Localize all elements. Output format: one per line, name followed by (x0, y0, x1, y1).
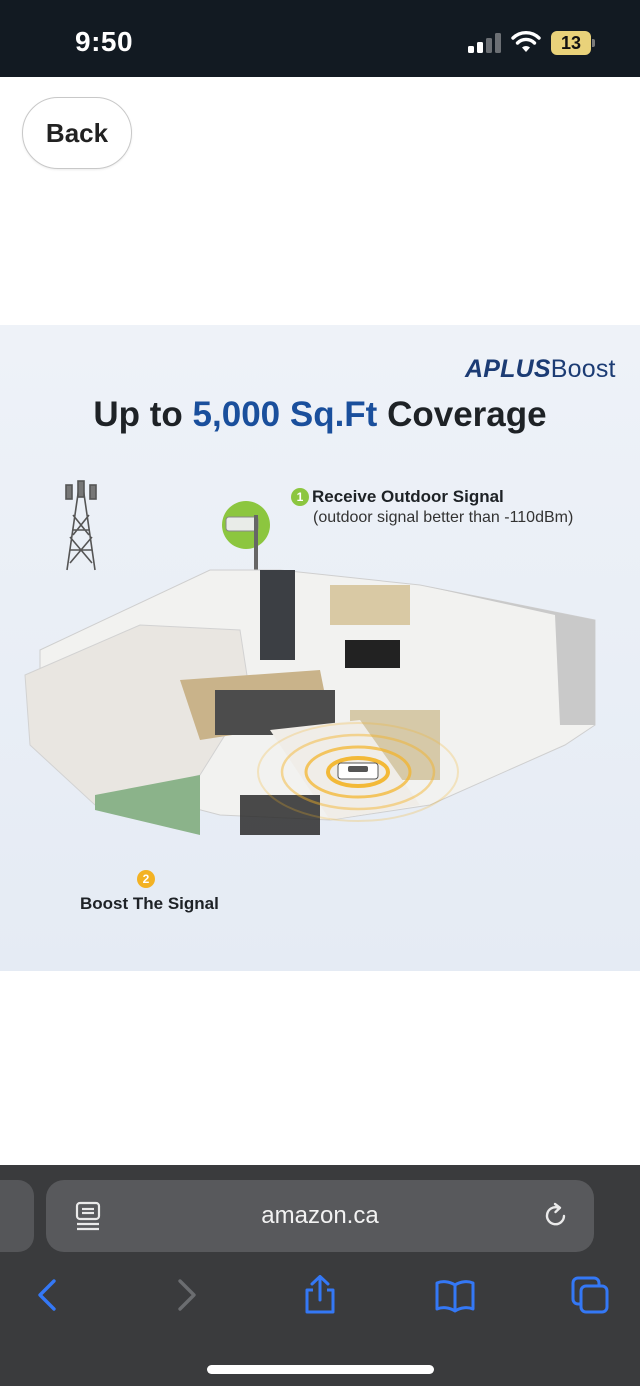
previous-tab-edge[interactable] (0, 1180, 34, 1252)
brand-logo: APLUSBoost (465, 355, 616, 384)
bookmarks-icon[interactable] (435, 1275, 475, 1315)
outdoor-antenna-icon (222, 501, 270, 585)
headline-suffix: Coverage (387, 395, 547, 434)
signal-icon (468, 33, 501, 53)
headline-accent: 5,000 Sq.Ft (192, 395, 378, 434)
product-image[interactable]: APLUSBoost Up to 5,000 Sq.Ft Coverage (0, 325, 640, 971)
cell-tower-icon (65, 480, 97, 571)
share-icon[interactable] (300, 1275, 340, 1315)
callout-title-1: Receive Outdoor Signal (312, 487, 504, 506)
page-menu-icon[interactable] (74, 1201, 102, 1231)
battery-icon: 13 (551, 31, 595, 55)
callout-subtitle-1: (outdoor signal better than -110dBm) (313, 509, 574, 526)
status-time: 9:50 (75, 26, 134, 57)
reload-icon[interactable] (542, 1202, 570, 1230)
home-indicator (207, 1365, 434, 1374)
tabs-icon[interactable] (570, 1275, 610, 1315)
battery-level: 13 (551, 31, 591, 55)
forward-icon[interactable] (166, 1275, 206, 1315)
status-bar: 9:50 13 (0, 0, 640, 77)
wifi-icon (511, 31, 541, 52)
address-bar[interactable]: amazon.ca (46, 1180, 594, 1252)
battery-tip (592, 39, 595, 47)
browser-bottom-bar: amazon.ca (0, 1165, 640, 1386)
brand-logo-bold: APLUS (465, 355, 551, 383)
url-text[interactable]: amazon.ca (261, 1202, 379, 1229)
house-illustration (24, 480, 596, 835)
brand-logo-regular: Boost (550, 355, 616, 383)
back-button[interactable]: Back (22, 97, 132, 169)
coverage-headline: Up to 5,000 Sq.Ft Coverage (0, 395, 640, 435)
headline-prefix: Up to (93, 395, 183, 434)
boost-signal-rings (257, 722, 459, 822)
callout-number-2: 2 (137, 870, 155, 888)
callout-boost-the-signal: 2 Boost The Signal (80, 870, 219, 914)
callout-title-2: Boost The Signal (80, 894, 219, 913)
back-icon[interactable] (28, 1275, 68, 1315)
callout-number-1: 1 (291, 488, 309, 506)
